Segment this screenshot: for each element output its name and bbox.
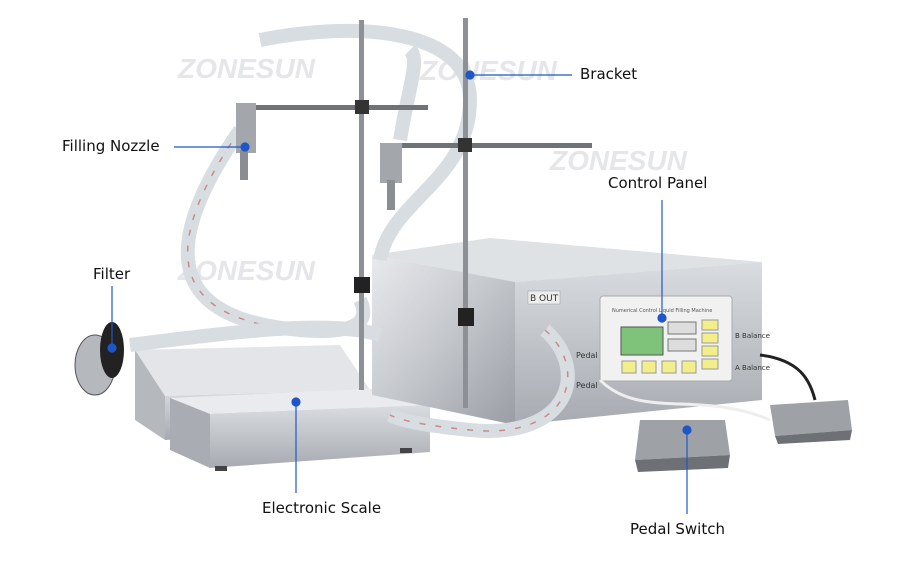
filling-nozzle-label: Filling Nozzle bbox=[62, 137, 160, 155]
control-panel-label: Control Panel bbox=[608, 174, 708, 192]
watermark: ZONESUN bbox=[419, 55, 558, 86]
bracket-label: Bracket bbox=[580, 65, 638, 83]
bracket bbox=[236, 18, 592, 408]
filter-label: Filter bbox=[93, 265, 131, 283]
filter-callout-dot bbox=[107, 343, 117, 353]
callouts bbox=[107, 70, 692, 514]
svg-text:B Balance: B Balance bbox=[735, 332, 770, 340]
svg-text:B OUT: B OUT bbox=[530, 294, 559, 304]
svg-text:Pedal: Pedal bbox=[576, 381, 598, 390]
panel-callout-dot bbox=[657, 313, 667, 323]
electronic-scale-label: Electronic Scale bbox=[262, 499, 382, 517]
bracket-callout-dot bbox=[465, 70, 475, 80]
pedal-switch-label: Pedal Switch bbox=[630, 520, 725, 538]
svg-text:A Balance: A Balance bbox=[735, 364, 770, 372]
filter bbox=[74, 322, 124, 396]
pedal-switches bbox=[598, 353, 852, 472]
pedal-callout-dot bbox=[682, 425, 692, 435]
svg-text:Pedal: Pedal bbox=[576, 351, 598, 360]
watermark: ZONESUN bbox=[549, 145, 688, 176]
watermark: ZONESUN bbox=[177, 53, 316, 84]
nozzle-callout-dot bbox=[240, 142, 250, 152]
control-panel: Numerical Control Liquid Filling Machine bbox=[599, 295, 733, 382]
scale-callout-dot bbox=[291, 397, 301, 407]
